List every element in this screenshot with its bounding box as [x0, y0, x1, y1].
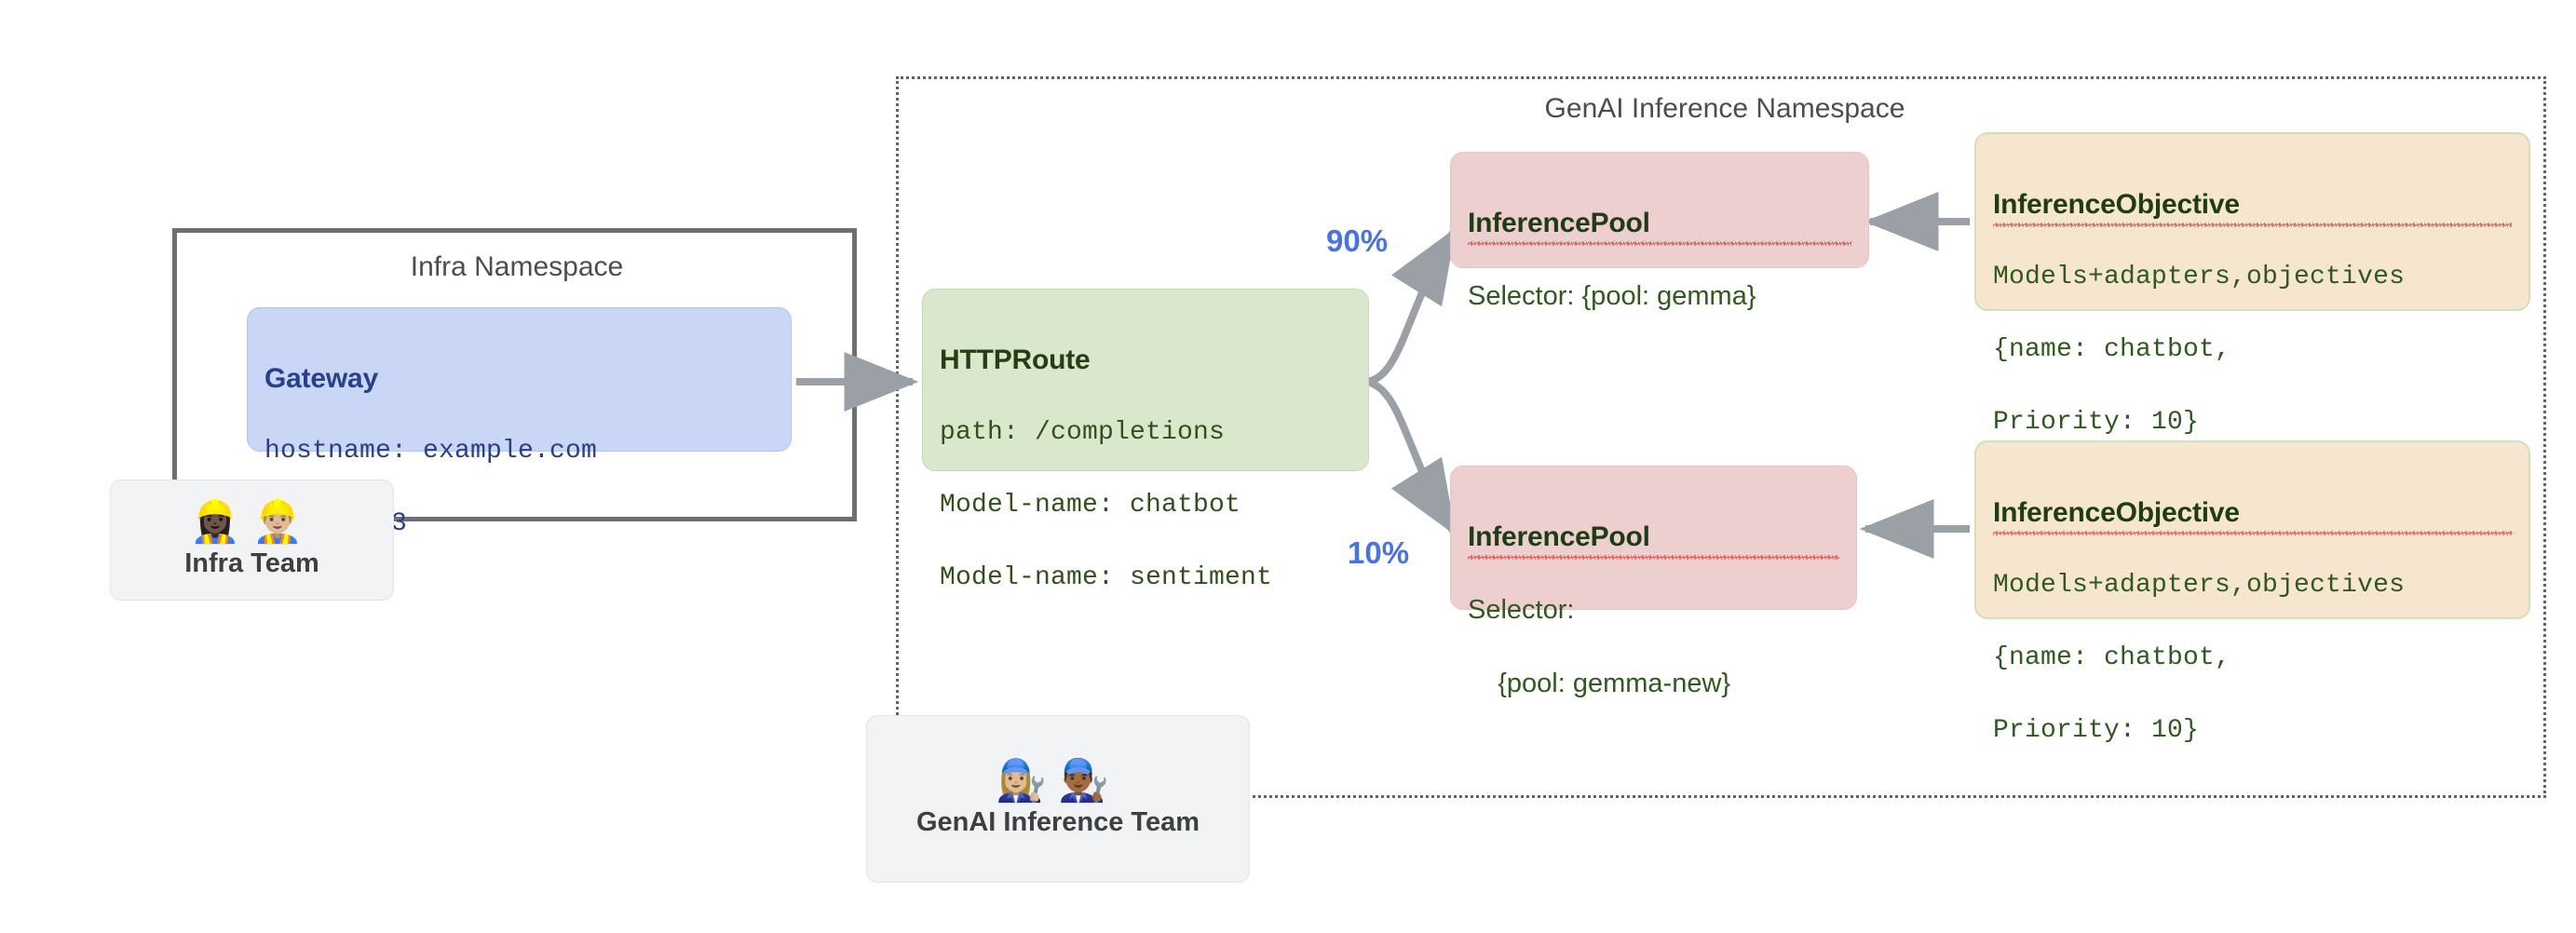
- traffic-weight-90-label: 90%: [1326, 223, 1389, 258]
- inferenceobjective-top-title: InferenceObjective: [1993, 186, 2512, 227]
- inferencepool-gemma-new-box[interactable]: InferencePool Selector: {pool: gemma-new…: [1450, 466, 1857, 698]
- inferencepool-gemma-box[interactable]: InferencePool Selector: {pool: gemma}: [1450, 152, 1869, 311]
- inferenceobjective-top-models-line: Models+adapters,objectives: [1993, 263, 2406, 292]
- inferencepool-gemma-new-selector-label: Selector:: [1468, 595, 1575, 626]
- httproute-model-chatbot-line: Model-name: chatbot: [940, 491, 1241, 521]
- inferenceobjective-top-priority-line: Priority: 10}: [1993, 408, 2200, 438]
- httproute-model-sentiment-line: Model-name: sentiment: [940, 563, 1273, 593]
- gateway-box[interactable]: Gateway hostname: example.com port: 443: [247, 307, 792, 538]
- inferencepool-gemma-title: InferencePool: [1468, 205, 1851, 246]
- infra-team-avatars: 👷🏿‍♀️👷🏼‍♂️: [189, 497, 315, 546]
- traffic-weight-10-label: 10%: [1348, 535, 1410, 570]
- genai-inference-namespace-title: GenAI Inference Namespace: [1544, 93, 1905, 124]
- inferenceobjective-top-name-line: {name: chatbot,: [1993, 335, 2231, 365]
- infra-team-card[interactable]: 👷🏿‍♀️👷🏼‍♂️ Infra Team: [110, 480, 394, 601]
- inferenceobjective-bottom-models-line: Models+adapters,objectives: [1993, 571, 2406, 601]
- httproute-box[interactable]: HTTPRoute path: /completions Model-name:…: [922, 289, 1369, 592]
- genai-inference-team-avatars: 👩🏼‍🔧👨🏾‍🔧: [996, 756, 1120, 805]
- inferenceobjective-bottom-box[interactable]: InferenceObjective Models+adapters,objec…: [1974, 440, 2530, 745]
- infra-team-label: Infra Team: [184, 548, 319, 578]
- inferenceobjective-bottom-name-line: {name: chatbot,: [1993, 643, 2231, 673]
- genai-inference-namespace-container: [896, 76, 2546, 798]
- httproute-title: HTTPRoute: [940, 344, 1091, 375]
- inferenceobjective-bottom-priority-line: Priority: 10}: [1993, 716, 2200, 746]
- infra-namespace-title: Infra Namespace: [410, 251, 624, 282]
- gateway-title: Gateway: [264, 362, 378, 394]
- inferenceobjective-bottom-title: InferenceObjective: [1993, 494, 2512, 535]
- inferencepool-gemma-selector: Selector: {pool: gemma}: [1468, 281, 1756, 312]
- httproute-path-line: path: /completions: [940, 418, 1226, 448]
- inferenceobjective-top-box[interactable]: InferenceObjective Models+adapters,objec…: [1974, 132, 2530, 437]
- inferencepool-gemma-new-selector-value: {pool: gemma-new}: [1468, 669, 1731, 699]
- inferencepool-gemma-new-title: InferencePool: [1468, 519, 1839, 560]
- gateway-hostname-line: hostname: example.com: [264, 437, 598, 466]
- genai-inference-team-card[interactable]: 👩🏼‍🔧👨🏾‍🔧 GenAI Inference Team: [866, 715, 1250, 883]
- genai-inference-team-label: GenAI Inference Team: [915, 806, 1200, 837]
